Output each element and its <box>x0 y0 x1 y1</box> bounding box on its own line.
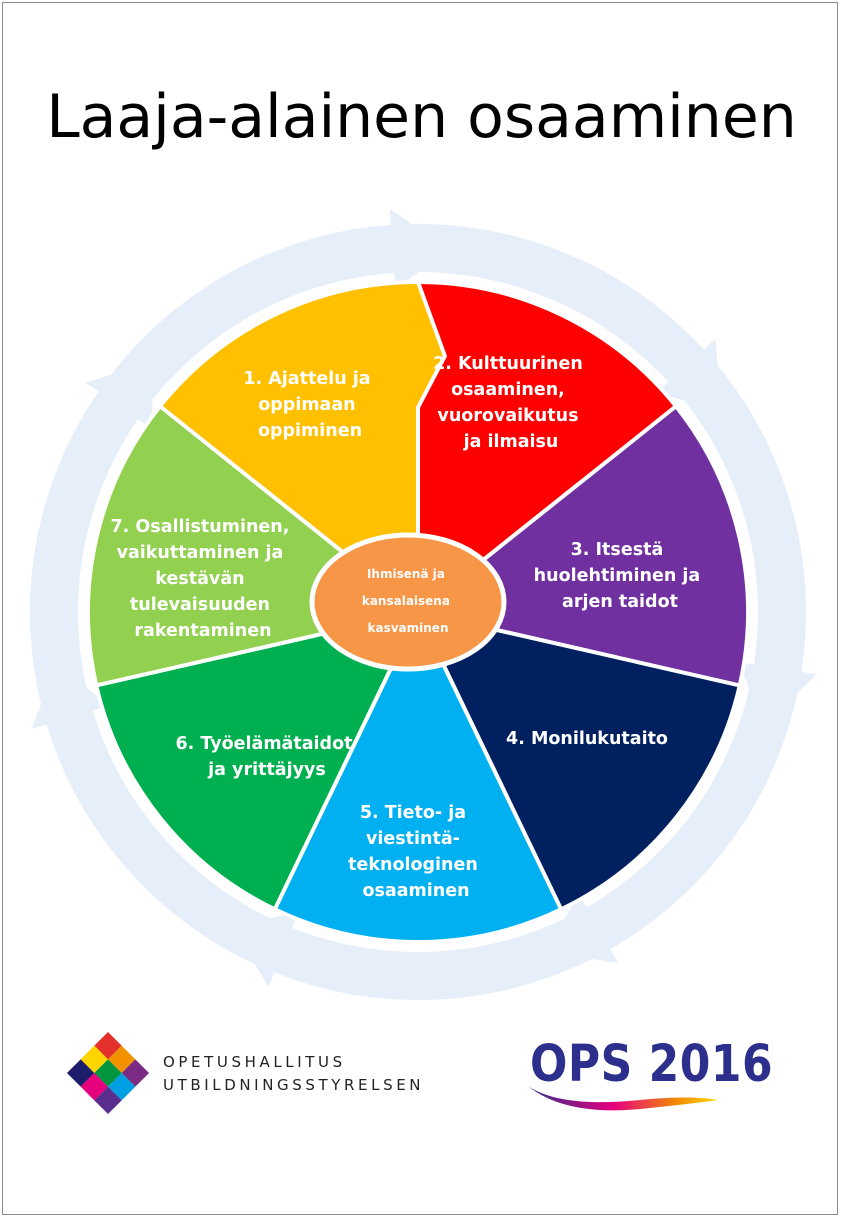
logo-tile <box>80 1045 108 1073</box>
center-line: kansalaisena <box>362 594 450 608</box>
center-ellipse <box>309 532 507 672</box>
segment-label-7: 7. Osallistuminen, vaikuttaminen ja kest… <box>110 517 295 641</box>
segment-label-4: 4. Monilukutaito <box>506 729 668 749</box>
ring-arrow <box>738 661 818 724</box>
logo-tile <box>66 1059 95 1087</box>
ring-arrow <box>656 338 722 411</box>
segment-label-1: 1. Ajattelu ja oppimaan oppiminen <box>243 369 376 441</box>
logo-tile <box>94 1086 122 1115</box>
logo-tile <box>108 1045 136 1073</box>
ops-2016-logo: OPS 2016 <box>530 1035 774 1094</box>
logo-tile <box>80 1073 108 1101</box>
center-line: Ihmisenä ja <box>367 567 445 581</box>
center-label: Ihmisenä ja kansalaisena kasvaminen <box>362 567 454 635</box>
logo-tile <box>94 1031 122 1060</box>
logo-tile <box>94 1059 122 1087</box>
ring-arrow <box>31 661 108 730</box>
ring-arrow <box>232 913 299 988</box>
ring-arrow <box>389 208 450 289</box>
segment-label-3: 3. Itsestä huolehtiminen ja arjen taidot <box>534 540 707 612</box>
cycle-ring <box>30 208 818 1000</box>
segment-label-6: 6. Työelämätaidot ja yrittäjyys <box>175 734 358 780</box>
segment-labels: 1. Ajattelu ja oppimaan oppiminen 2. Kul… <box>110 354 707 901</box>
center-line: kasvaminen <box>368 621 449 635</box>
segment-3 <box>416 610 742 912</box>
org-name-swedish: UTBILDNINGSSTYRELSEN <box>163 1076 425 1094</box>
org-name-finnish: OPETUSHALLITUS <box>163 1053 346 1071</box>
ring-arrow <box>85 361 155 429</box>
ops-swoosh <box>528 1086 718 1111</box>
logo-tile <box>121 1059 150 1087</box>
segment-1 <box>416 280 679 614</box>
opetushallitus-logo-mark <box>66 1031 150 1115</box>
segment-5 <box>94 610 420 912</box>
center-hub: Ihmisenä ja kansalaisena kasvaminen <box>309 532 507 672</box>
segment-label-2: 2. Kulttuurinen osaaminen, vuorovaikutus… <box>433 354 589 452</box>
page-title: Laaja-alainen osaaminen <box>46 82 797 152</box>
segment-7 <box>157 280 447 614</box>
logo-tile <box>108 1073 136 1101</box>
segment-label-5: 5. Tieto- ja viestintä- teknologinen osa… <box>348 803 484 901</box>
ring-arrow <box>546 893 619 963</box>
segment-4 <box>272 610 564 944</box>
